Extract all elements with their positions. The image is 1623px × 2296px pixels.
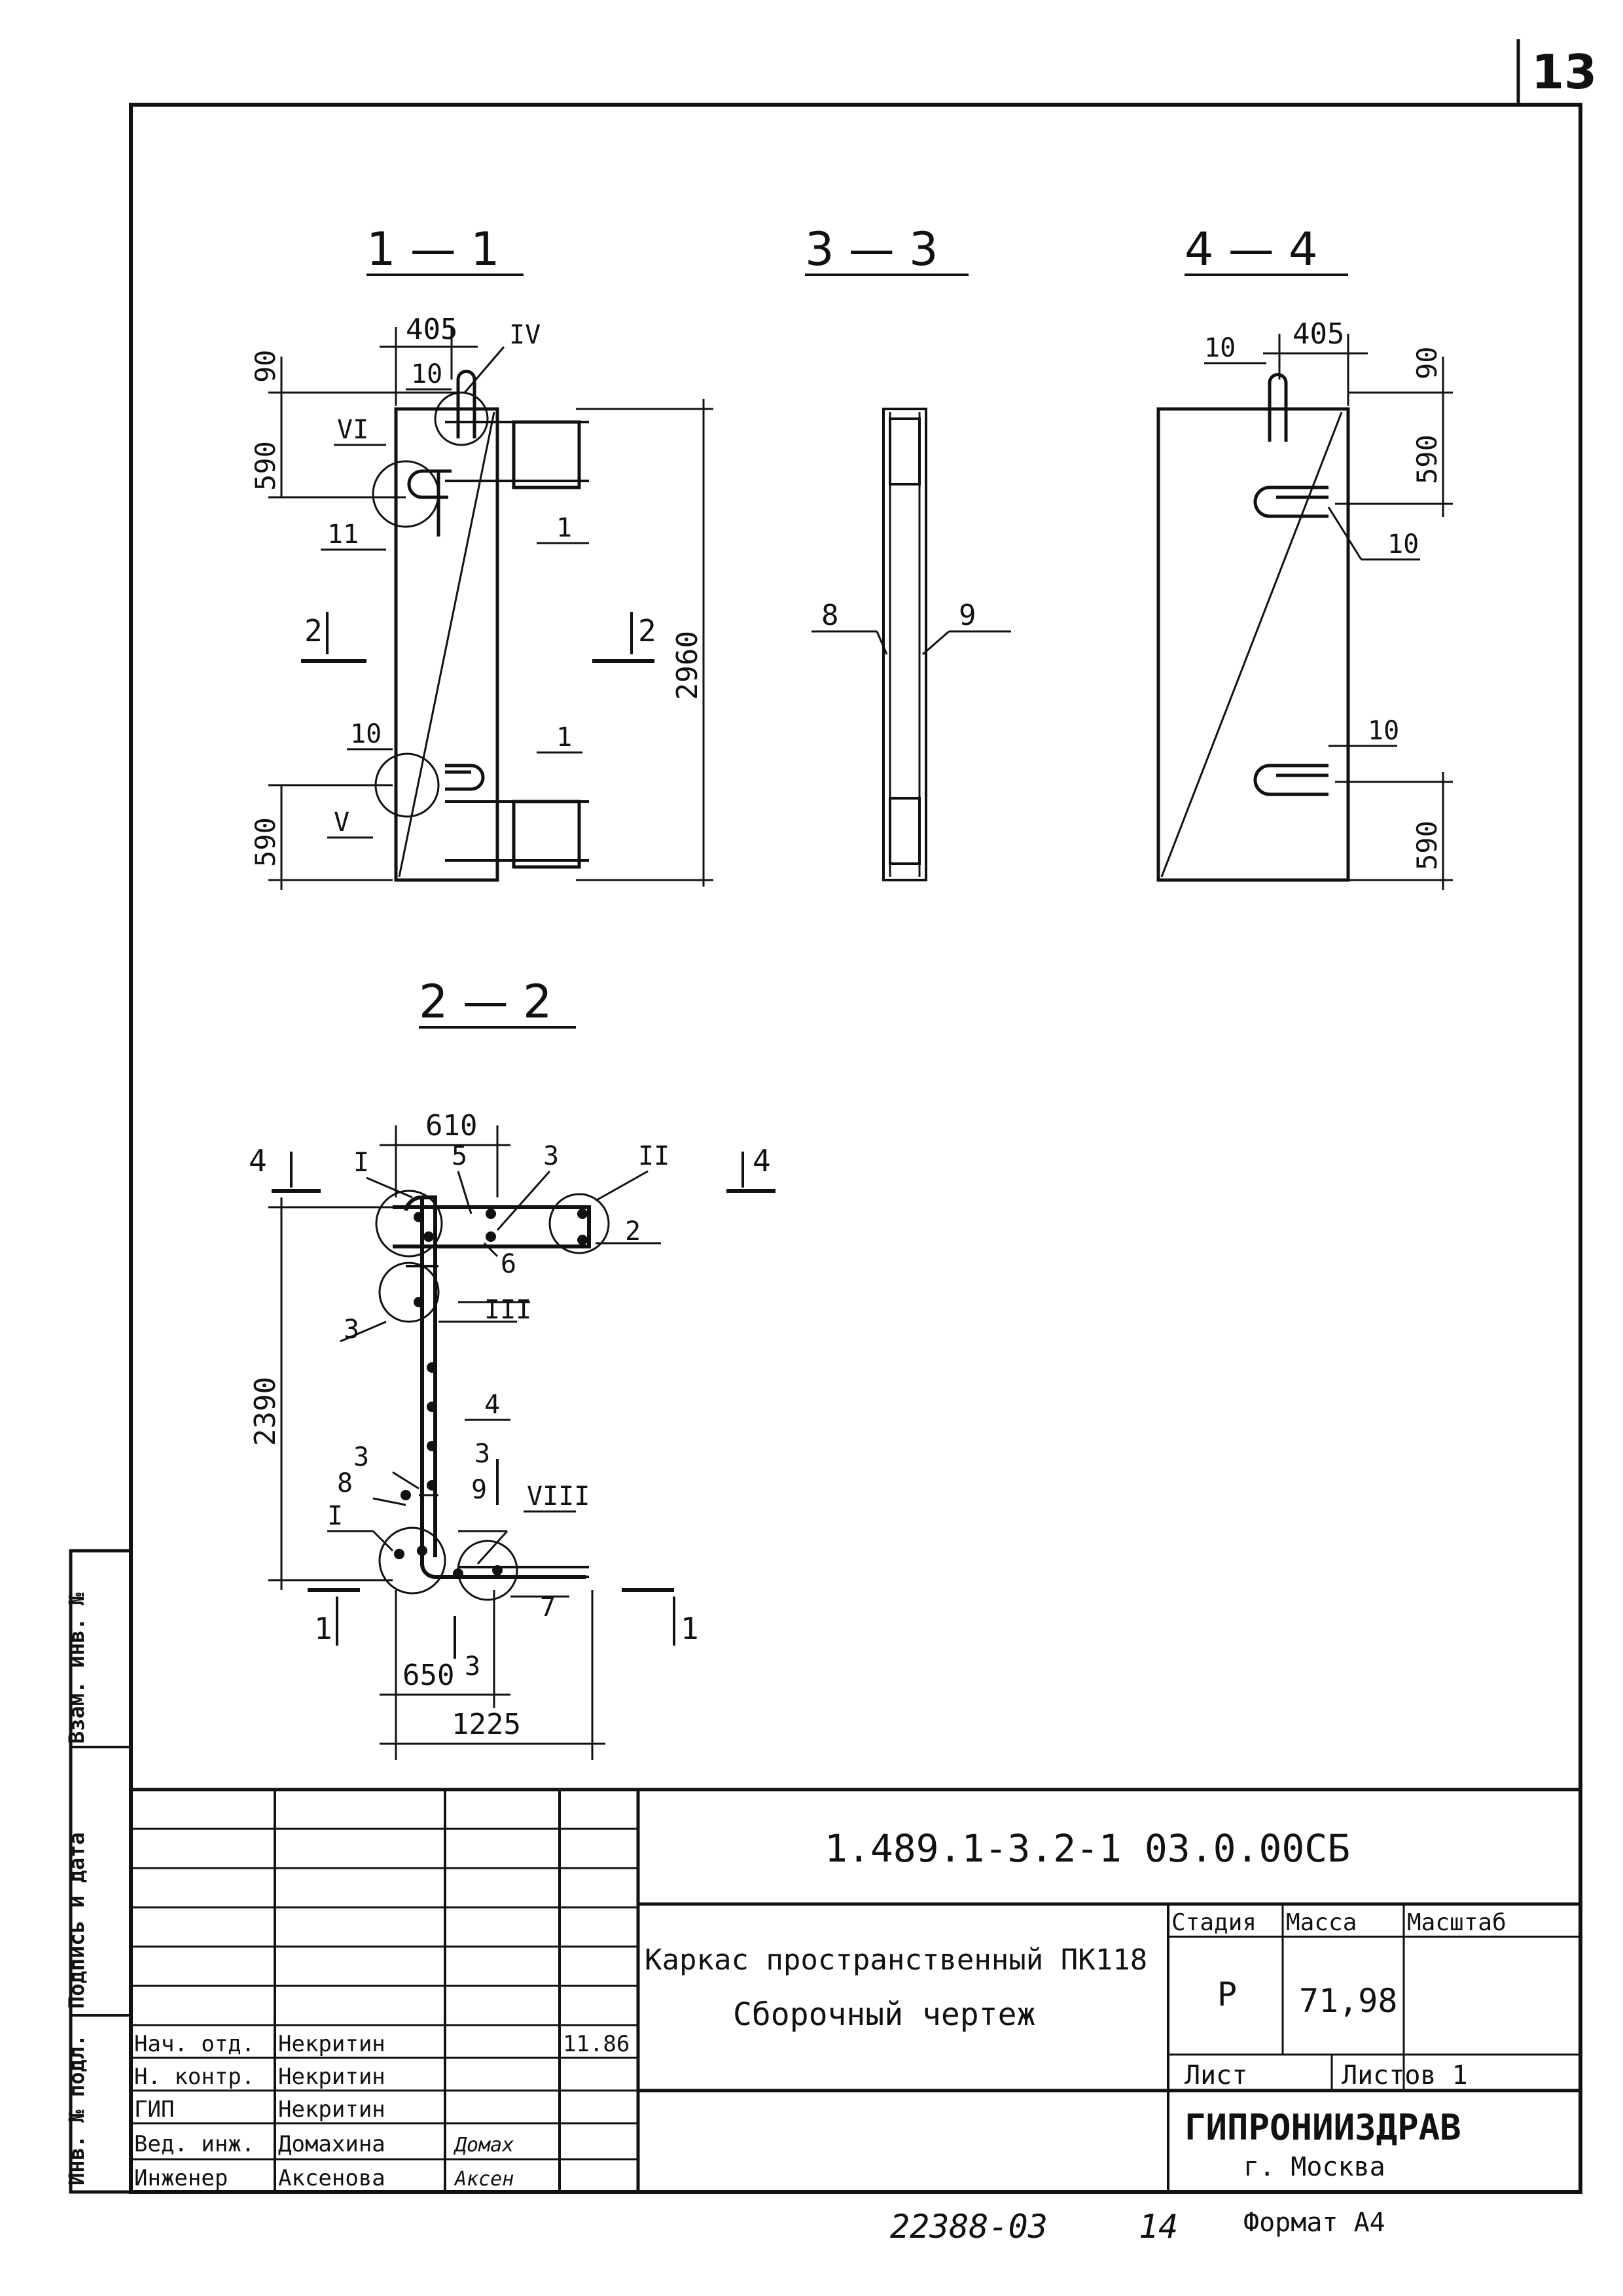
pos-I-top: I [353,1148,369,1178]
signature-row: Вед. инж. Домахина Домах [134,2131,514,2157]
signature-name: Аксенова [278,2165,385,2191]
sheet-number: 13 [1531,44,1597,99]
city: г. Москва [1243,2152,1385,2182]
pos-9: 9 [959,599,976,632]
cut-1-right: 1 [681,1611,699,1646]
sheet-label: Лист [1185,2060,1247,2091]
signature-mark: Домах [453,2134,514,2157]
signature-row: Инженер Аксенова Аксен [134,2165,514,2191]
pos-2: 2 [625,1216,641,1246]
dim-405-44: 405 [1293,317,1344,351]
format-label: Формат А4 [1243,2208,1385,2238]
dim-90-44: 90 [1411,346,1443,380]
signature-row: Н. контр. Некритин [134,2064,385,2090]
side-label-vzam: Взам. инв. № [64,1592,89,1744]
pos-10-a: 10 [1204,333,1236,363]
pos-VIII: VIII [527,1481,590,1511]
pos-I-bottom: I [327,1501,343,1531]
title-line-2: Сборочный чертеж [733,1996,1035,2033]
pos-8: 8 [821,599,839,632]
pos-1-bottom: 1 [556,722,572,752]
title-line-1: Каркас пространственный ПК118 [645,1943,1147,1977]
dim-590-top: 590 [249,441,281,491]
pos-11: 11 [327,520,359,550]
dim-2390: 2390 [249,1377,282,1446]
title-block: 1.489.1-3.2-1 03.0.00СБ Каркас пространс… [131,1788,1580,2192]
cut-1-left: 1 [314,1611,332,1646]
pos-10-c: 10 [1368,716,1399,746]
pos-3-mid: 3 [344,1315,359,1345]
pos-10-b: 10 [1387,529,1419,559]
pos-III: III [484,1295,531,1325]
pos-3-top: 3 [543,1141,559,1171]
side-label-inv: Инв. № подл. [64,2034,89,2185]
dim-590-44-bottom: 590 [1411,821,1443,870]
dim-610: 610 [425,1109,477,1142]
signature-row: ГИП Некритин [134,2096,385,2123]
cut-4-right: 4 [753,1143,771,1178]
cut-3-bottom: 3 [465,1651,480,1682]
signature-row: Нач. отд. Некритин 11.86 [134,2031,630,2057]
section-4-4-title: 4 — 4 [1185,222,1318,276]
pos-10-bottom: 10 [350,719,382,749]
dim-2960: 2960 [671,631,704,700]
signature-name: Некритин [278,2031,385,2057]
pos-3-lower: 3 [353,1442,369,1472]
cut-2-right: 2 [638,613,656,648]
pos-5: 5 [452,1141,467,1171]
drawing-frame [129,103,1582,2194]
organization: ГИПРОНИИЗДРАВ [1185,2107,1461,2148]
pos-1-top: 1 [556,513,572,543]
document-code: 1.489.1-3.2-1 03.0.00СБ [825,1826,1350,1871]
section-4-4: 4 — 4 405 90 590 590 10 10 10 [1156,222,1453,890]
stage-value: Р [1217,1975,1237,2013]
signature-name: Некритин [278,2096,385,2123]
pos-10-top: 10 [411,359,442,389]
signature-mark: Аксен [454,2168,514,2191]
section-3-3: 3 — 3 8 9 [805,222,1011,881]
pos-V: V [334,807,349,838]
signature-role: Н. контр. [134,2064,255,2090]
dim-650: 650 [402,1659,454,1692]
section-2-2-title: 2 — 2 [419,975,552,1029]
pos-II: II [638,1141,669,1171]
section-3-3-title: 3 — 3 [805,222,938,276]
pos-VI: VI [337,415,368,445]
dim-1225: 1225 [452,1708,521,1741]
section-2-2: 2 — 2 [249,975,776,1760]
side-strip: Инв. № подл. Подпись и дата Взам. инв. № [64,1549,133,2194]
dim-590-bottom: 590 [249,817,281,867]
signature-name: Домахина [278,2131,385,2157]
archive-number: 22388-03 [890,2208,1048,2246]
signature-role: Вед. инж. [134,2131,255,2157]
signature-role: Инженер [134,2165,228,2191]
pos-8-22: 8 [337,1468,353,1498]
pos-6: 6 [501,1249,516,1279]
archive-sheet: 14 [1139,2208,1178,2246]
pos-9-22: 9 [471,1475,487,1505]
signature-date: 11.86 [563,2031,630,2057]
stage-label: Стадия [1171,1909,1257,1936]
cut-3-top: 3 [474,1439,490,1469]
pos-IV: IV [509,320,541,350]
sheets-label: Листов 1 [1342,2060,1468,2091]
cut-2-left: 2 [304,613,323,648]
cut-4-left: 4 [249,1143,267,1178]
signature-name: Некритин [278,2064,385,2090]
side-label-sign: Подпись и дата [64,1832,89,2009]
mass-label: Масса [1286,1909,1357,1936]
pos-7: 7 [540,1593,556,1623]
dim-590-44-top: 590 [1411,434,1443,484]
pos-4: 4 [484,1390,500,1420]
dim-90: 90 [249,349,281,383]
section-1-1: 1 — 1 [249,222,713,890]
signature-role: ГИП [134,2096,174,2123]
scale-label: Масштаб [1407,1909,1507,1936]
dim-405: 405 [406,313,457,346]
signature-role: Нач. отд. [134,2031,255,2057]
section-1-1-title: 1 — 1 [366,222,500,276]
mass-value: 71,98 [1299,1982,1398,2020]
